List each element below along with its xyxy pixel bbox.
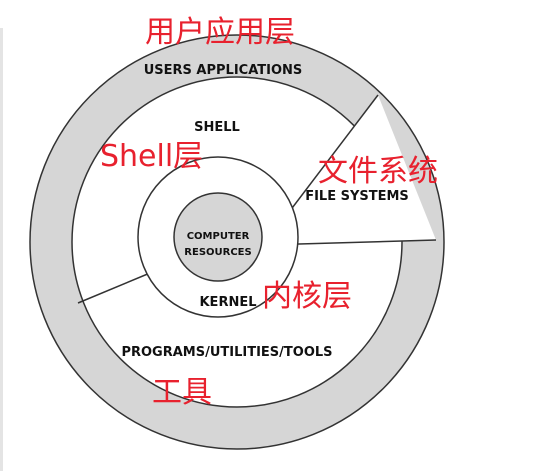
computer-label: COMPUTER: [187, 231, 250, 242]
kernel-layer-annotation: 内核层: [262, 279, 352, 314]
file-system-annotation: 文件系统: [318, 154, 438, 189]
shell-label: SHELL: [194, 120, 240, 135]
tools-annotation: 工具: [152, 375, 212, 410]
computer-resources-core: [173, 192, 263, 282]
kernel-label: KERNEL: [199, 295, 256, 310]
shell-layer-annotation: Shell层: [100, 139, 203, 174]
programs-utilities-tools-label: PROGRAMS/UTILITIES/TOOLS: [121, 345, 332, 360]
user-app-layer-annotation: 用户应用层: [145, 15, 295, 50]
resources-label: RESOURCES: [184, 247, 251, 258]
window-edge: [0, 28, 3, 471]
users-applications-label: USERS APPLICATIONS: [144, 63, 303, 78]
file-systems-wedge: [264, 95, 436, 245]
programs-divider: [77, 272, 151, 304]
file-systems-label: FILE SYSTEMS: [305, 189, 409, 204]
